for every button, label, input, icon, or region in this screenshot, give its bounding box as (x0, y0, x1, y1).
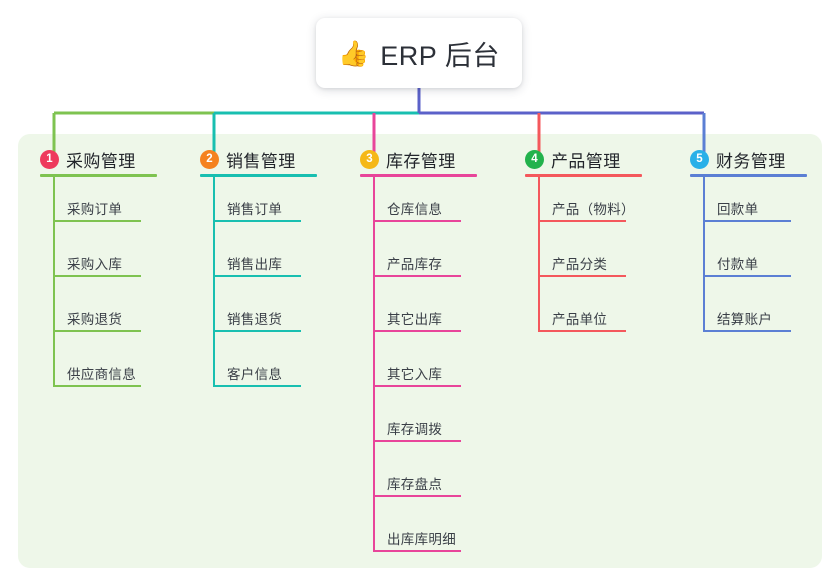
leaf-label: 付款单 (717, 257, 759, 272)
branch-underline (360, 174, 477, 177)
leaf-underline (373, 385, 461, 387)
leaf-underline (373, 495, 461, 497)
thumbs-up-icon: 👍 (338, 39, 370, 68)
leaf-label: 库存盘点 (387, 477, 443, 492)
leaf-label: 采购入库 (67, 257, 123, 272)
leaf-item[interactable]: 供应商信息 (53, 363, 157, 397)
branch-number-badge: 4 (525, 150, 544, 169)
leaf-item[interactable]: 其它出库 (373, 308, 477, 342)
leaf-label: 出库库明细 (387, 532, 456, 547)
leaf-underline (213, 330, 301, 332)
leaf-item[interactable]: 出库库明细 (373, 528, 477, 562)
leaf-label: 销售出库 (227, 257, 283, 272)
leaf-label: 销售退货 (227, 312, 283, 327)
branch-header-3[interactable]: 3 库存管理 (360, 147, 456, 172)
leaf-item[interactable]: 采购退货 (53, 308, 157, 342)
root-title: ERP 后台 (380, 40, 500, 71)
leaf-underline (373, 550, 461, 552)
leaf-item[interactable]: 库存调拨 (373, 418, 477, 452)
leaf-underline (703, 330, 791, 332)
branch-spine (53, 177, 55, 387)
branch-header-4[interactable]: 4 产品管理 (525, 147, 621, 172)
leaf-underline (538, 330, 626, 332)
branch-title: 采购管理 (66, 152, 136, 171)
leaf-underline (53, 330, 141, 332)
leaf-underline (53, 385, 141, 387)
leaf-label: 产品单位 (552, 312, 608, 327)
leaf-underline (538, 220, 626, 222)
leaf-item[interactable]: 付款单 (703, 253, 807, 287)
leaf-item[interactable]: 采购入库 (53, 253, 157, 287)
leaf-item[interactable]: 其它入库 (373, 363, 477, 397)
leaf-underline (538, 275, 626, 277)
leaf-label: 客户信息 (227, 367, 283, 382)
leaf-item[interactable]: 销售订单 (213, 198, 317, 232)
branch-header-1[interactable]: 1 采购管理 (40, 147, 136, 172)
leaf-underline (213, 385, 301, 387)
branch-number-badge: 1 (40, 150, 59, 169)
leaf-item[interactable]: 销售出库 (213, 253, 317, 287)
leaf-underline (53, 275, 141, 277)
leaf-label: 供应商信息 (67, 367, 136, 382)
leaf-underline (373, 440, 461, 442)
leaf-item[interactable]: 客户信息 (213, 363, 317, 397)
leaf-label: 结算账户 (717, 312, 773, 327)
branch-title: 财务管理 (716, 152, 786, 171)
leaf-item[interactable]: 库存盘点 (373, 473, 477, 507)
leaf-underline (213, 275, 301, 277)
branch-number-badge: 3 (360, 150, 379, 169)
leaf-label: 其它出库 (387, 312, 443, 327)
branch-header-5[interactable]: 5 财务管理 (690, 147, 786, 172)
leaf-label: 其它入库 (387, 367, 443, 382)
leaf-underline (373, 330, 461, 332)
branch-title: 销售管理 (226, 152, 296, 171)
leaf-item[interactable]: 仓库信息 (373, 198, 477, 232)
leaf-item[interactable]: 产品库存 (373, 253, 477, 287)
leaf-label: 产品分类 (552, 257, 608, 272)
leaf-label: 产品（物料） (552, 202, 635, 217)
branch-title: 库存管理 (386, 152, 456, 171)
leaf-label: 采购订单 (67, 202, 123, 217)
branch-spine (213, 177, 215, 387)
leaf-underline (213, 220, 301, 222)
leaf-underline (373, 275, 461, 277)
leaf-underline (53, 220, 141, 222)
leaf-label: 库存调拨 (387, 422, 443, 437)
branch-spine (703, 177, 705, 332)
branch-spine (373, 177, 375, 552)
branch-number-badge: 2 (200, 150, 219, 169)
branch-underline (525, 174, 642, 177)
branch-columns: 1 采购管理采购订单采购入库采购退货供应商信息 2 销售管理销售订单销售出库销售退货客… (18, 134, 822, 568)
leaf-item[interactable]: 产品分类 (538, 253, 642, 287)
branch-underline (690, 174, 807, 177)
leaf-item[interactable]: 销售退货 (213, 308, 317, 342)
leaf-item[interactable]: 产品（物料） (538, 198, 642, 232)
branch-underline (40, 174, 157, 177)
leaf-item[interactable]: 采购订单 (53, 198, 157, 232)
leaf-item[interactable]: 回款单 (703, 198, 807, 232)
branch-header-2[interactable]: 2 销售管理 (200, 147, 296, 172)
leaf-label: 仓库信息 (387, 202, 443, 217)
branch-title: 产品管理 (551, 152, 621, 171)
branch-spine (538, 177, 540, 332)
leaf-underline (703, 220, 791, 222)
leaf-item[interactable]: 结算账户 (703, 308, 807, 342)
leaf-item[interactable]: 产品单位 (538, 308, 642, 342)
leaf-label: 销售订单 (227, 202, 283, 217)
leaf-label: 回款单 (717, 202, 759, 217)
leaf-underline (703, 275, 791, 277)
root-node[interactable]: 👍 ERP 后台 (316, 18, 522, 88)
branch-number-badge: 5 (690, 150, 709, 169)
leaf-label: 采购退货 (67, 312, 123, 327)
branch-underline (200, 174, 317, 177)
leaf-underline (373, 220, 461, 222)
leaf-label: 产品库存 (387, 257, 443, 272)
